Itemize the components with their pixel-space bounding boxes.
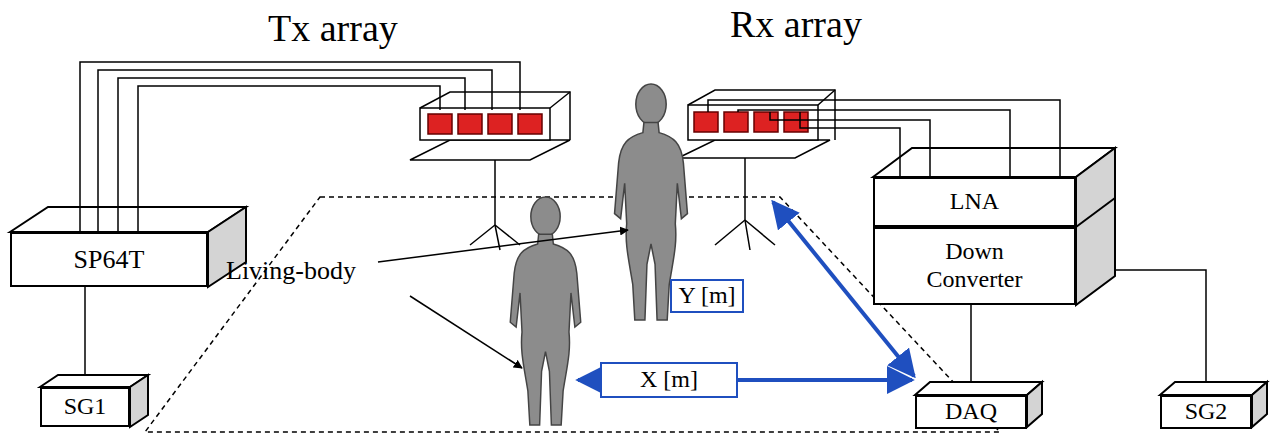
box-text: Down Converter (910, 238, 1040, 293)
leader-line (410, 296, 522, 368)
living-body (510, 197, 581, 425)
living-body-label: Living-body (226, 256, 356, 286)
device-box: LNA (873, 177, 1076, 227)
box-text: SG2 (1185, 398, 1228, 426)
device-box: SP64T (10, 232, 208, 287)
tx-array (80, 62, 570, 250)
box-text: Y [m] (678, 282, 735, 310)
device-box: SG1 (40, 387, 130, 427)
dimension-box: Y [m] (670, 279, 744, 313)
dimension-box: X [m] (600, 362, 738, 398)
array-label: Rx array (730, 2, 862, 46)
box-text: LNA (950, 188, 999, 216)
array-label: Tx array (268, 6, 398, 50)
device-box: SG2 (1160, 395, 1252, 429)
measurement-area (145, 197, 1000, 432)
cable (84, 287, 86, 387)
device-box: Down Converter (873, 227, 1076, 305)
box-text: SP64T (74, 245, 145, 275)
leader-line (378, 230, 628, 262)
box-text: SG1 (64, 393, 107, 421)
box-text: X [m] (640, 366, 698, 394)
device-box: DAQ (915, 395, 1027, 429)
box-text: DAQ (945, 398, 997, 426)
